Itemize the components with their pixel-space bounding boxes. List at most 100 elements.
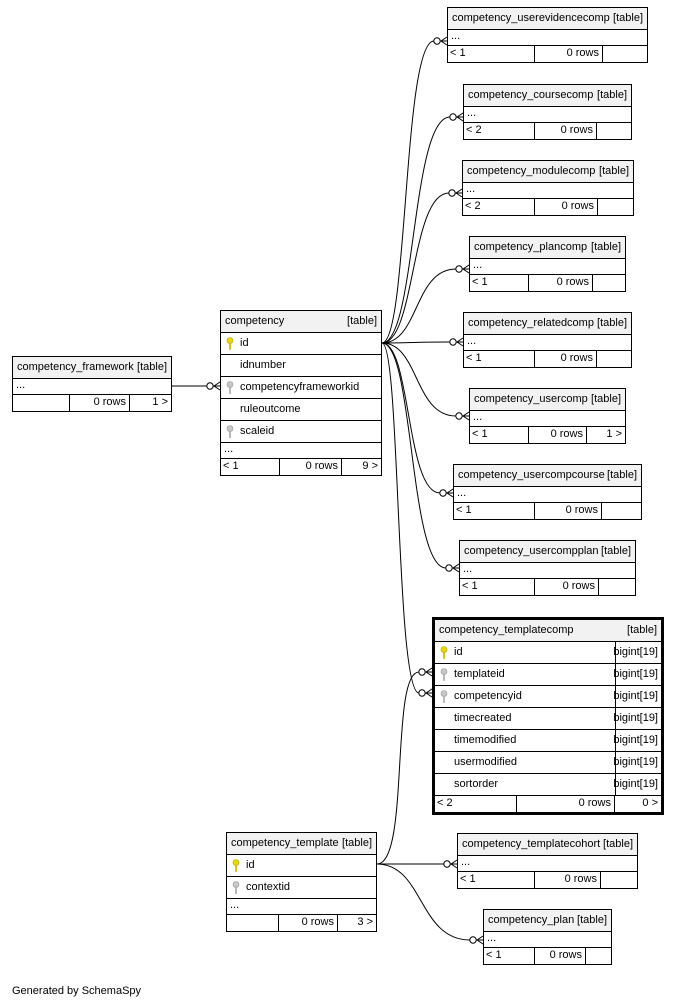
table-tag: [table] — [347, 315, 377, 327]
parents-count[interactable]: < 1 — [223, 460, 239, 472]
table-competency-coursecomp[interactable]: competency_coursecomp[table] ... < 2 0 r… — [463, 84, 632, 140]
edge-usercompcourse — [381, 342, 447, 494]
column-row-id[interactable]: id — [227, 855, 376, 877]
row-count: 0 rows — [556, 276, 589, 288]
table-name: competency_plancomp — [474, 241, 588, 253]
table-competency-usercomp[interactable]: competency_usercomp[table] ... < 1 0 row… — [469, 388, 626, 444]
table-tag: [table] — [627, 624, 657, 636]
edge-userevidencecomp — [381, 40, 441, 344]
table-competency-modulecomp[interactable]: competency_modulecomp[table] ... < 2 0 r… — [462, 160, 634, 216]
column-name: competencyframeworkid — [240, 381, 360, 393]
children-count[interactable]: 9 > — [362, 460, 378, 472]
row-count: 0 rows — [561, 200, 594, 212]
gold-key-icon — [226, 337, 234, 350]
table-tag: [table] — [599, 165, 629, 177]
table-name: competency_modulecomp — [467, 165, 596, 177]
row-count: 0 rows — [578, 797, 611, 809]
column-name: contextid — [246, 881, 291, 893]
row-count: 0 rows — [301, 916, 334, 928]
table-competency-relatedcomp[interactable]: competency_relatedcomp[table] ... < 1 0 … — [463, 312, 632, 368]
edge-modulecomp — [381, 192, 456, 344]
row-count: 0 rows — [565, 504, 598, 516]
column-name: competencyid — [454, 690, 522, 702]
table-competency-usercompplan[interactable]: competency_usercompplan[table] ... < 1 0… — [459, 540, 636, 596]
column-name: timemodified — [454, 734, 517, 746]
row-count: 0 rows — [562, 580, 595, 592]
gold-key-icon — [232, 859, 240, 872]
column-row-id[interactable]: id — [221, 333, 381, 355]
table-tag: [table] — [607, 469, 637, 481]
parents-count[interactable]: < 1 — [466, 352, 482, 364]
column-row-ruleoutcome[interactable]: ruleoutcome — [221, 399, 381, 421]
parents-count[interactable]: < 2 — [465, 200, 481, 212]
column-name: scaleid — [240, 425, 275, 437]
column-type: bigint[19] — [613, 712, 658, 724]
table-tag: [table] — [137, 361, 167, 373]
column-row-competencyframeworkid[interactable]: competencyframeworkid — [221, 377, 381, 399]
column-name: ruleoutcome — [240, 403, 301, 415]
table-name: competency_usercompcourse — [458, 469, 605, 481]
table-name: competency_framework — [17, 361, 134, 373]
edge-usercompcourse-end — [439, 488, 454, 498]
column-name: id — [240, 337, 249, 349]
table-competency-templatecohort[interactable]: competency_templatecohort[table] ... < 1… — [457, 833, 638, 889]
row-count: 0 rows — [550, 428, 583, 440]
table-competency-plancomp[interactable]: competency_plancomp[table] ... < 1 0 row… — [469, 236, 626, 292]
parents-count[interactable]: < 2 — [466, 124, 482, 136]
row-count: 0 rows — [566, 47, 599, 59]
column-type: bigint[19] — [613, 646, 658, 658]
more-columns: ... — [457, 487, 467, 499]
edge-plancomp — [381, 268, 463, 344]
table-competency-framework[interactable]: competency_framework[table] ... 0 rows 1… — [12, 356, 172, 412]
row-count: 0 rows — [305, 460, 338, 472]
table-name: competency_relatedcomp — [468, 317, 594, 329]
parents-count[interactable]: < 1 — [456, 504, 472, 516]
row-count: 0 rows — [549, 949, 582, 961]
more-columns: ... — [466, 183, 476, 195]
edge-template-templatecohort-end — [443, 859, 458, 869]
table-tag: [table] — [597, 317, 627, 329]
edge-templatecomp-competency-end — [418, 688, 433, 698]
table-competency-usercompcourse[interactable]: competency_usercompcourse[table] ... < 1… — [453, 464, 642, 520]
row-count: 0 rows — [93, 396, 126, 408]
table-tag: [table] — [601, 545, 631, 557]
parents-count[interactable]: < 1 — [450, 47, 466, 59]
children-count[interactable]: 3 > — [357, 916, 373, 928]
edge-templatecomp-template — [376, 671, 426, 865]
column-name: usermodified — [454, 756, 517, 768]
table-name: competency — [225, 315, 285, 327]
parents-count[interactable]: < 1 — [460, 873, 476, 885]
edge-usercompplan — [381, 342, 453, 569]
children-count[interactable]: 1 > — [606, 428, 622, 440]
column-row-contextid[interactable]: contextid — [227, 877, 376, 899]
children-count: 0 > — [642, 797, 658, 809]
parents-count[interactable]: < 1 — [462, 580, 478, 592]
column-name: idnumber — [240, 359, 286, 371]
parents-count[interactable]: < 1 — [472, 428, 488, 440]
column-row-idnumber[interactable]: idnumber — [221, 355, 381, 377]
parents-count[interactable]: < 1 — [486, 949, 502, 961]
table-competency-plan[interactable]: competency_plan[table] ... < 1 0 rows — [483, 909, 612, 965]
more-columns: ... — [467, 335, 477, 347]
more-columns: ... — [487, 932, 497, 944]
column-row-scaleid[interactable]: scaleid — [221, 421, 381, 443]
table-competency-userevidencecomp[interactable]: competency_userevidencecomp[table] ... <… — [447, 7, 648, 63]
edge-coursecomp-end — [449, 112, 464, 122]
table-competency[interactable]: competency [table] id idnumber competency… — [220, 310, 382, 476]
row-count: 0 rows — [560, 352, 593, 364]
parents-count[interactable]: < 1 — [472, 276, 488, 288]
children-count[interactable]: 1 > — [152, 396, 168, 408]
parents-count[interactable]: < 2 — [437, 797, 453, 809]
table-competency-template[interactable]: competency_template[table] id contextid … — [226, 832, 377, 932]
table-tag: [table] — [613, 12, 643, 24]
edge-relatedcomp — [381, 341, 457, 344]
table-name: competency_usercompplan — [464, 545, 599, 557]
